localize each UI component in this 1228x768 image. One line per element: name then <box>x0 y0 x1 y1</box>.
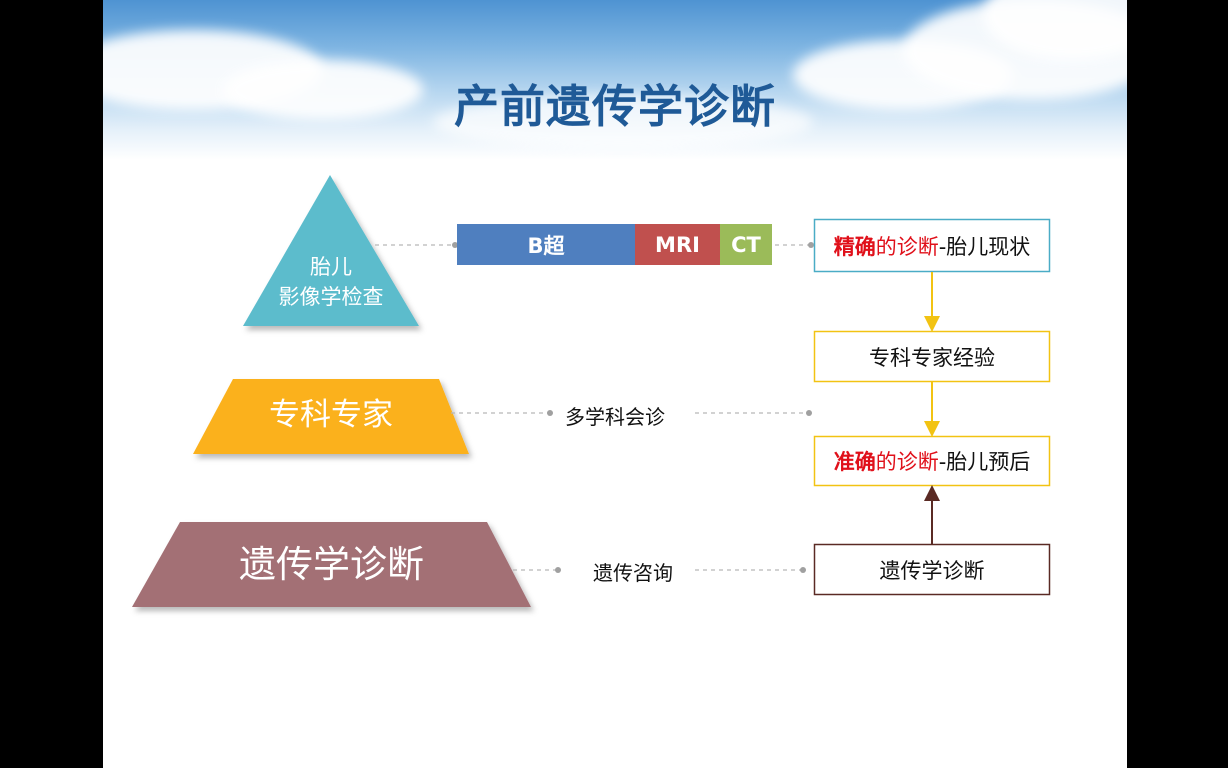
imaging-bar-ct: CT <box>720 224 772 265</box>
pyramid-bottom-label: 遗传学诊断 <box>239 543 424 586</box>
precise-diagnosis-text: 精确的诊断-胎儿现状 <box>814 219 1050 272</box>
accurate-bold: 准确 <box>833 450 876 474</box>
pyramid-bottom-trapezoid <box>132 522 531 607</box>
slide-title: 产前遗传学诊断 <box>453 80 776 133</box>
expert-experience-text: 专科专家经验 <box>869 345 995 370</box>
accurate-red: 的诊断 <box>875 450 939 474</box>
connector-dot <box>547 410 553 416</box>
imaging-bar-mri: MRI <box>635 224 720 265</box>
genetic-diagnosis-text: 遗传学诊断 <box>879 558 985 583</box>
cloud <box>433 95 813 150</box>
pyramid-top-label: 胎儿 影像学检查 <box>243 252 419 312</box>
pyramid-top-triangle <box>243 175 419 326</box>
cloud <box>223 60 423 120</box>
precise-bold: 精确 <box>833 234 876 259</box>
precise-diagnosis-box <box>813 218 1051 273</box>
connector-dot <box>555 567 561 573</box>
pyramid-middle-label: 专科专家 <box>269 397 393 433</box>
slide: 产前遗传学诊断 <box>103 0 1127 768</box>
pyramid-top-line2: 影像学检查 <box>278 285 384 309</box>
genetic-diagnosis-box <box>813 543 1051 596</box>
accurate-diagnosis-text: 准确的诊断-胎儿预后 <box>814 436 1050 486</box>
expert-experience-box <box>813 330 1051 383</box>
precise-rest: -胎儿现状 <box>938 234 1031 259</box>
pyramid-diagram <box>132 175 1051 607</box>
pyramid-middle-trapezoid <box>193 379 469 454</box>
imaging-bar-ultrasound: B超 <box>457 224 635 265</box>
precise-red: 的诊断 <box>875 234 939 259</box>
connector-dot <box>800 567 806 573</box>
accurate-rest: -胎儿预后 <box>938 450 1031 474</box>
pyramid-top-line1: 胎儿 <box>310 255 352 279</box>
sky-background <box>103 0 1127 160</box>
connector-label-mdt: 多学科会诊 <box>565 405 665 429</box>
accurate-diagnosis-box <box>813 435 1051 487</box>
connector-dot <box>808 242 814 248</box>
connector-label-counseling: 遗传咨询 <box>593 561 673 585</box>
connector-dot <box>806 410 812 416</box>
connector-dot <box>452 242 458 248</box>
